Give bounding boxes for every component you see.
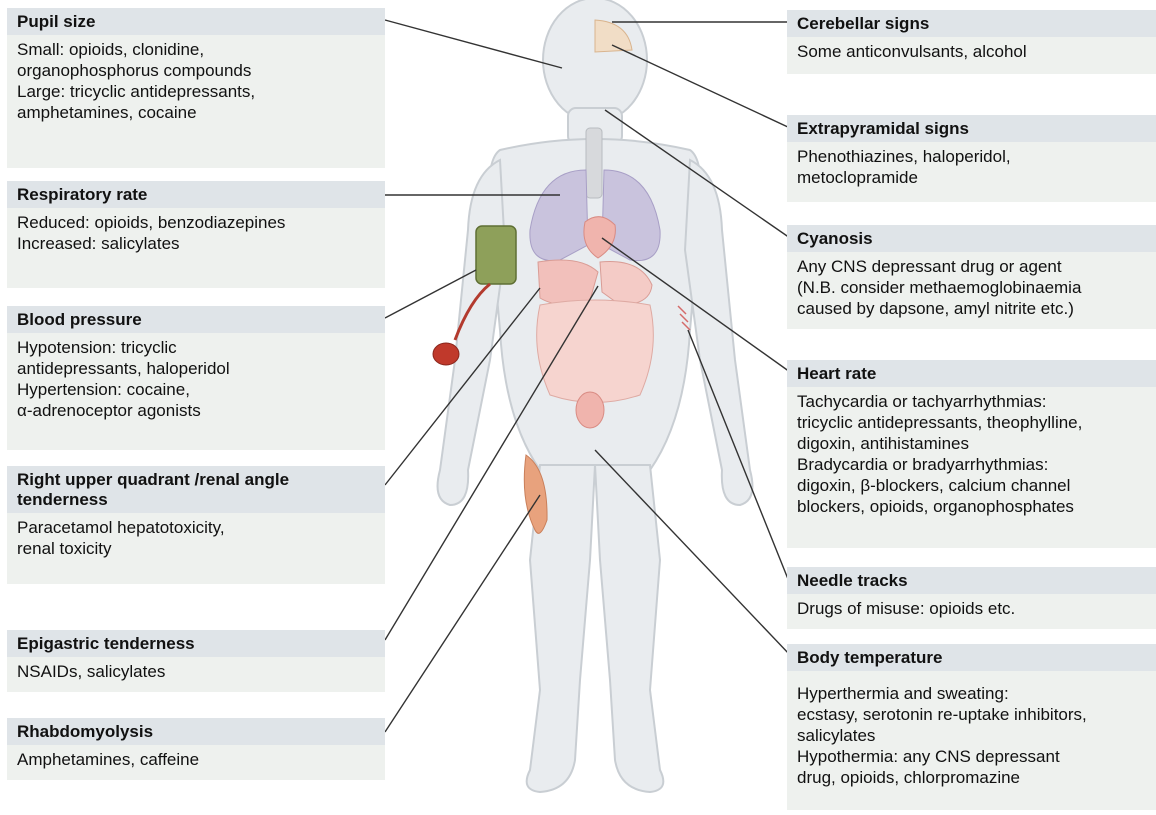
- trachea: [586, 128, 602, 198]
- blood-pressure-cuff: [476, 226, 516, 284]
- panel-text: Hyperthermia and sweating: ecstasy, sero…: [787, 671, 1156, 792]
- panel-pupil-size: Pupil size Small: opioids, clonidine, or…: [7, 8, 385, 168]
- panel-text: Some anticonvulsants, alcohol: [787, 37, 1156, 66]
- panel-needle-tracks: Needle tracks Drugs of misuse: opioids e…: [787, 567, 1156, 629]
- liver: [538, 260, 598, 305]
- panel-text: Small: opioids, clonidine, organophospho…: [7, 35, 385, 127]
- panel-blood-pressure: Blood pressure Hypotension: tricyclic an…: [7, 306, 385, 450]
- bladder: [576, 392, 604, 428]
- intestines: [537, 300, 654, 403]
- panel-text: Tachycardia or tachyarrhythmias: tricycl…: [787, 387, 1156, 521]
- panel-text: NSAIDs, salicylates: [7, 657, 385, 686]
- panel-body-temperature: Body temperature Hyperthermia and sweati…: [787, 644, 1156, 810]
- panel-title: Heart rate: [787, 360, 1156, 387]
- panel-title: Needle tracks: [787, 567, 1156, 594]
- panel-title: Extrapyramidal signs: [787, 115, 1156, 142]
- inflation-bulb: [433, 343, 459, 365]
- panel-ruq-tenderness: Right upper quadrant /renal angle tender…: [7, 466, 385, 584]
- panel-cyanosis: Cyanosis Any CNS depressant drug or agen…: [787, 225, 1156, 329]
- panel-title: Pupil size: [7, 8, 385, 35]
- panel-text: Phenothiazines, haloperidol, metoclopram…: [787, 142, 1156, 192]
- panel-text: Amphetamines, caffeine: [7, 745, 385, 774]
- panel-cerebellar-signs: Cerebellar signs Some anticonvulsants, a…: [787, 10, 1156, 74]
- panel-rhabdomyolysis: Rhabdomyolysis Amphetamines, caffeine: [7, 718, 385, 780]
- panel-title: Respiratory rate: [7, 181, 385, 208]
- panel-title: Epigastric tenderness: [7, 630, 385, 657]
- panel-respiratory-rate: Respiratory rate Reduced: opioids, benzo…: [7, 181, 385, 288]
- panel-text: Paracetamol hepatotoxicity, renal toxici…: [7, 513, 385, 563]
- panel-title: Cerebellar signs: [787, 10, 1156, 37]
- panel-text: Drugs of misuse: opioids etc.: [787, 594, 1156, 623]
- panel-title: Body temperature: [787, 644, 1156, 671]
- panel-title: Blood pressure: [7, 306, 385, 333]
- panel-heart-rate: Heart rate Tachycardia or tachyarrhythmi…: [787, 360, 1156, 548]
- panel-title: Rhabdomyolysis: [7, 718, 385, 745]
- panel-text: Reduced: opioids, benzodiazepines Increa…: [7, 208, 385, 258]
- panel-text: Hypotension: tricyclic antidepressants, …: [7, 333, 385, 425]
- panel-epigastric-tenderness: Epigastric tenderness NSAIDs, salicylate…: [7, 630, 385, 692]
- panel-title: Cyanosis: [787, 225, 1156, 252]
- panel-title: Right upper quadrant /renal angle tender…: [7, 466, 385, 513]
- panel-extrapyramidal-signs: Extrapyramidal signs Phenothiazines, hal…: [787, 115, 1156, 202]
- panel-text: Any CNS depressant drug or agent (N.B. c…: [787, 252, 1156, 323]
